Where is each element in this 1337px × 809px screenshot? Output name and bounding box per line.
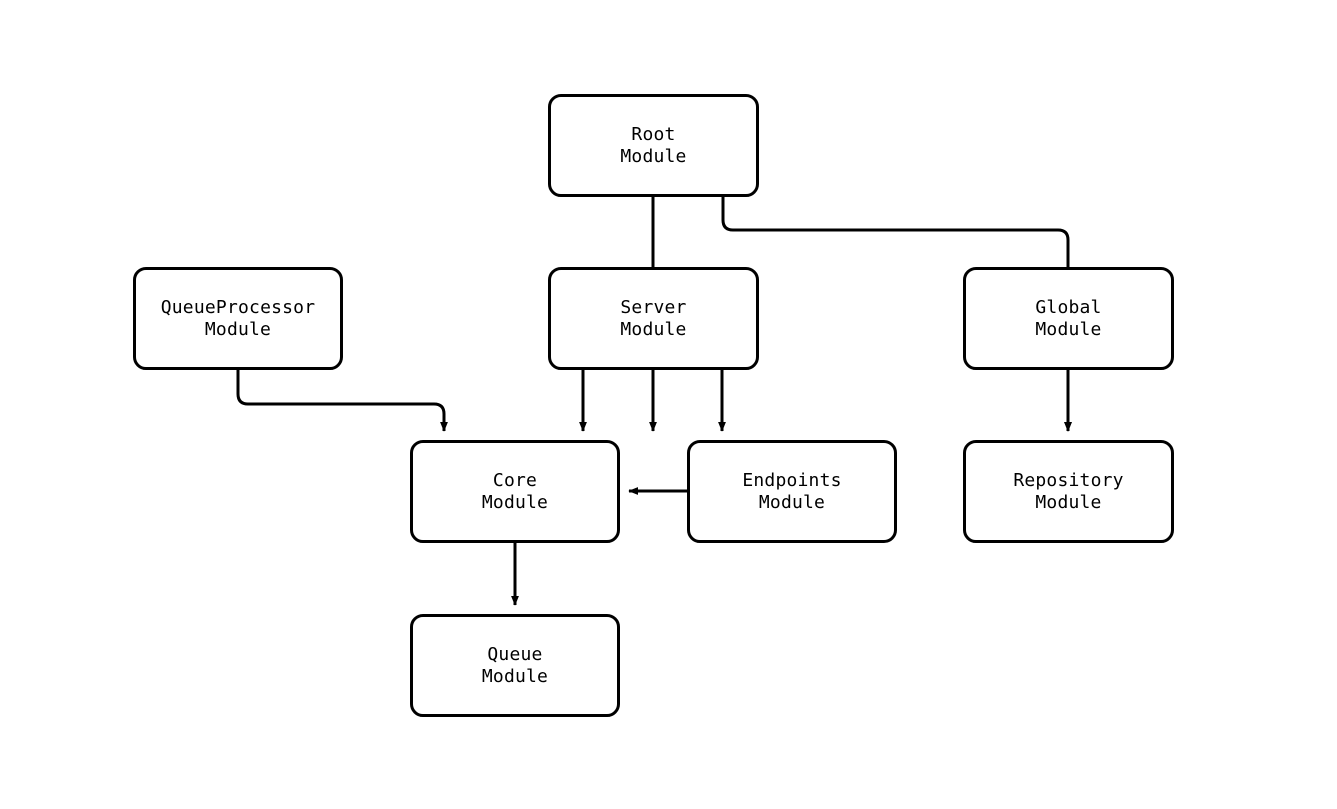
node-root-module[interactable]: Root Module	[548, 94, 759, 197]
node-global-module[interactable]: Global Module	[963, 267, 1174, 370]
node-server-module[interactable]: Server Module	[548, 267, 759, 370]
node-label-endpoints-module: Endpoints Module	[742, 469, 842, 513]
node-label-repository-module: Repository Module	[1013, 469, 1124, 513]
node-label-core-module: Core Module	[481, 469, 549, 513]
node-label-global-module: Global Module	[1035, 296, 1102, 340]
node-repository-module[interactable]: Repository Module	[963, 440, 1174, 543]
node-label-queueprocessor-module: QueueProcessor Module	[160, 296, 316, 340]
edge-queueprocessor-to-core	[236, 370, 448, 432]
node-label-queue-module: Queue Module	[481, 643, 549, 687]
node-label-root-module: Root Module	[620, 123, 687, 167]
node-queue-module[interactable]: Queue Module	[410, 614, 620, 717]
node-endpoints-module[interactable]: Endpoints Module	[687, 440, 897, 543]
node-core-module[interactable]: Core Module	[410, 440, 620, 543]
node-queueprocessor-module[interactable]: QueueProcessor Module	[133, 267, 343, 370]
node-label-server-module: Server Module	[620, 296, 687, 340]
edge-root-to-global	[721, 197, 1072, 432]
